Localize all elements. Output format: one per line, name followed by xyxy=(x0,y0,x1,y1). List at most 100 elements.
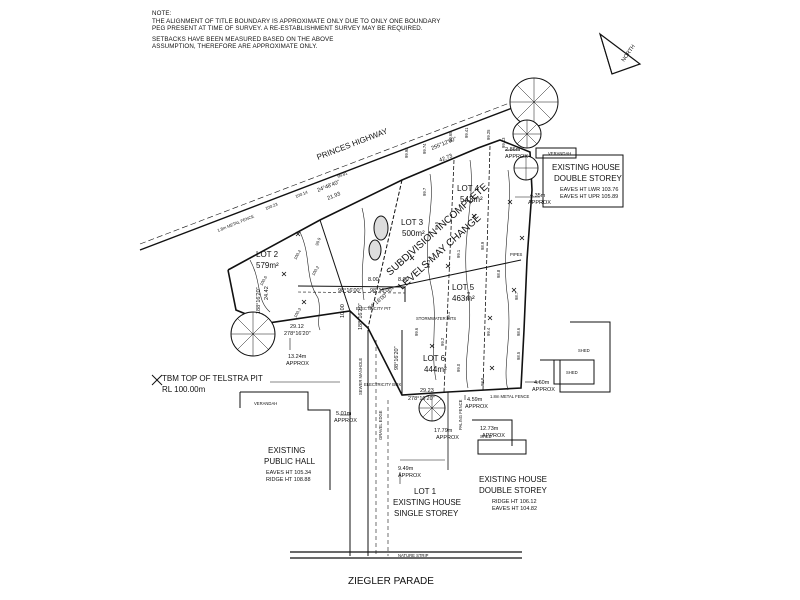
public-hall xyxy=(239,391,331,490)
bearing-4: 98°16'00" xyxy=(370,288,394,294)
distance-8: 10.00 xyxy=(340,304,346,318)
lot6-area: 444m² xyxy=(424,365,447,374)
spot-level: 99.3 xyxy=(426,259,431,268)
spot-level: 99.41 xyxy=(464,127,469,138)
spot-level: 99.98 xyxy=(404,147,409,158)
princes-highway-label: PRINCES HIGHWAY xyxy=(315,126,389,162)
spot-level: 99.1 xyxy=(446,311,451,320)
dim-435: 4.35m xyxy=(530,193,546,199)
distance-6: 29.23 xyxy=(420,388,434,394)
ziegler-parade-label: ZIEGLER PARADE xyxy=(348,576,434,587)
dim-1779-approx: APPROX xyxy=(436,435,459,441)
notes-line-1: THE ALIGNMENT OF TITLE BOUNDARY IS APPRO… xyxy=(152,17,441,25)
lot3-area: 500m² xyxy=(402,229,425,238)
dim-1324-approx: APPROX xyxy=(286,361,309,367)
spot-level: 99.7 xyxy=(422,187,427,196)
lot1-line2: SINGLE STOREY xyxy=(394,509,459,518)
spot-level: 99.74 xyxy=(422,143,427,154)
tbm-marker xyxy=(151,374,163,386)
survey-notes: NOTE: THE ALIGNMENT OF TITLE BOUNDARY IS… xyxy=(152,10,442,54)
distance-2: 42.73 xyxy=(439,153,454,164)
hall-line2: PUBLIC HALL xyxy=(264,457,316,466)
bearing-3: 98°16'00" xyxy=(338,288,362,294)
spot-level: 99.9 xyxy=(314,236,322,246)
house-bottom-ridge: RIDGE HT 106.12 xyxy=(492,499,537,505)
dim-1273-approx: APPROX xyxy=(482,433,505,439)
spot-level: 98.6 xyxy=(516,327,521,336)
spot-level: 99.65 xyxy=(448,131,453,142)
lot2-name: LOT 2 xyxy=(256,250,279,259)
bearing-2: 255°12'00" xyxy=(431,136,458,152)
tree-icon xyxy=(230,311,276,357)
lot5-name: LOT 5 xyxy=(452,283,475,292)
title-boundary xyxy=(227,139,533,396)
metal-fence-label-2: 1.8m METAL FENCE xyxy=(490,394,530,399)
paling-label: PALING FENCE xyxy=(458,399,463,430)
spot-level: 100.6 xyxy=(259,274,269,286)
stormwater-label: STORMWATER PITS xyxy=(416,316,456,321)
spot-level: 100.14 xyxy=(295,189,309,199)
tree-icon xyxy=(512,119,542,149)
dim-460-approx: APPROX xyxy=(532,387,555,393)
tbm-line1: TBM TOP OF TELSTRA PIT xyxy=(162,374,263,383)
dim-460: 4.60m xyxy=(534,380,550,386)
tbm-line2: RL 100.00m xyxy=(162,385,206,394)
dim-1324: 13.24m xyxy=(288,354,307,360)
bearing-9: 98°16'20" xyxy=(394,346,400,370)
spot-level: 99.13 xyxy=(501,137,506,148)
house-top-eaves-upr: EAVES HT UPR 105.89 xyxy=(560,194,618,200)
existing-house-bottom xyxy=(472,419,527,455)
distance-7: 24.42 xyxy=(264,286,270,300)
distance-1: 21.93 xyxy=(327,191,342,202)
contour-lines xyxy=(249,159,510,391)
dim-1779: 17.79m xyxy=(434,428,453,434)
house-top-line2: DOUBLE STOREY xyxy=(554,174,623,183)
house-bottom-line1: EXISTING HOUSE xyxy=(479,475,547,484)
tree-icon xyxy=(418,394,446,422)
lot2-area: 579m² xyxy=(256,261,279,270)
spot-level: 99.3 xyxy=(466,291,471,300)
bearing-6: 188°16'20" xyxy=(358,303,364,330)
dim-949-approx: APPROX xyxy=(398,473,421,479)
hall-line1: EXISTING xyxy=(268,446,305,455)
spot-level: 99.6 xyxy=(414,327,419,336)
spot-level: 98.5 xyxy=(516,351,521,360)
shed-label-2: SHED xyxy=(566,370,578,375)
notes-line-2: PEG PRESENT AT TIME OF SURVEY. A RE-ESTA… xyxy=(152,25,423,33)
dim-286-approx: APPROX xyxy=(505,154,528,160)
electricity-box-label: ELECTRICITY BOX xyxy=(364,382,401,387)
notes-heading: NOTE: xyxy=(152,10,172,17)
bearing-5: 278°16'20" xyxy=(284,331,311,337)
spot-level: 98.8 xyxy=(480,377,485,386)
shed-right xyxy=(540,321,611,393)
spot-level: 99.0 xyxy=(456,363,461,372)
metal-fence-label: 1.8m METAL FENCE xyxy=(217,213,256,232)
tree-icon xyxy=(368,215,389,261)
hall-verandah-label: VERANDAH xyxy=(254,401,277,406)
access-lines xyxy=(349,312,449,556)
spot-level: 100.2 xyxy=(311,264,321,276)
spot-level: 99.1 xyxy=(456,249,461,258)
dim-459: 4.59m xyxy=(467,397,483,403)
spot-level: 100.4 xyxy=(293,248,303,260)
distance-4: 8.00 xyxy=(398,277,409,283)
gravel-label: GRAVEL EDGE xyxy=(378,410,383,440)
house-top-line1: EXISTING HOUSE xyxy=(552,163,620,172)
verandah-label-top: VERANDAH xyxy=(548,151,571,156)
distance-3: 8.00 xyxy=(368,277,379,283)
spot-level: 99.2 xyxy=(440,337,445,346)
bearing-7: 278°16'20" xyxy=(408,396,435,402)
house-bottom-line2: DOUBLE STOREY xyxy=(479,486,548,495)
spot-level: 99.4 xyxy=(486,327,491,336)
lot5-area: 463m² xyxy=(452,294,475,303)
spot-level: 99.5 xyxy=(434,221,439,230)
notes-line-3: SETBACKS HAVE BEEN MEASURED BASED ON THE… xyxy=(152,35,334,43)
distance-5: 29.12 xyxy=(290,324,304,330)
existing-house-top xyxy=(535,147,624,208)
bearing-8: 188°16'20" xyxy=(256,287,262,314)
lot1-name: LOT 1 xyxy=(414,487,437,496)
hall-eaves: EAVES HT 105.34 xyxy=(266,470,311,476)
shed-label-3: SHED xyxy=(480,434,492,439)
